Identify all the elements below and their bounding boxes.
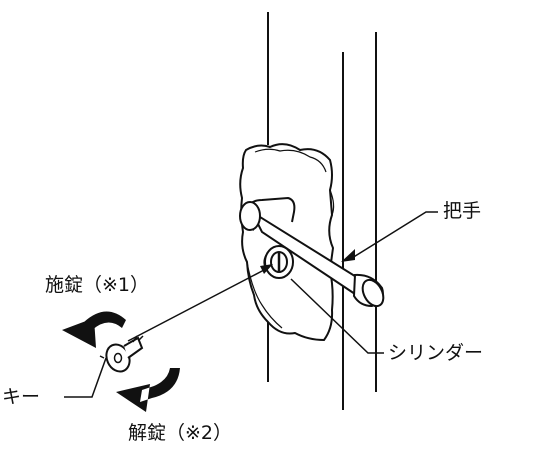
handle (239, 196, 385, 308)
cylinder-label: シリンダー (388, 342, 484, 364)
key (99, 335, 144, 373)
unlock-label: 解錠（※2） (128, 422, 233, 444)
leader-arrowheads (260, 249, 355, 274)
lock-label: 施錠（※1） (45, 274, 150, 296)
handle-arrowhead (341, 249, 355, 262)
leader-lines (64, 211, 438, 398)
cylinder (263, 245, 294, 279)
handle-label: 把手 (443, 200, 482, 222)
cylinder-arrowhead (260, 264, 273, 274)
door-frame (267, 12, 377, 410)
key-label: キー (2, 386, 41, 408)
lock-rotation-arrow (62, 311, 126, 348)
unlock-rotation-arrow (116, 368, 180, 412)
